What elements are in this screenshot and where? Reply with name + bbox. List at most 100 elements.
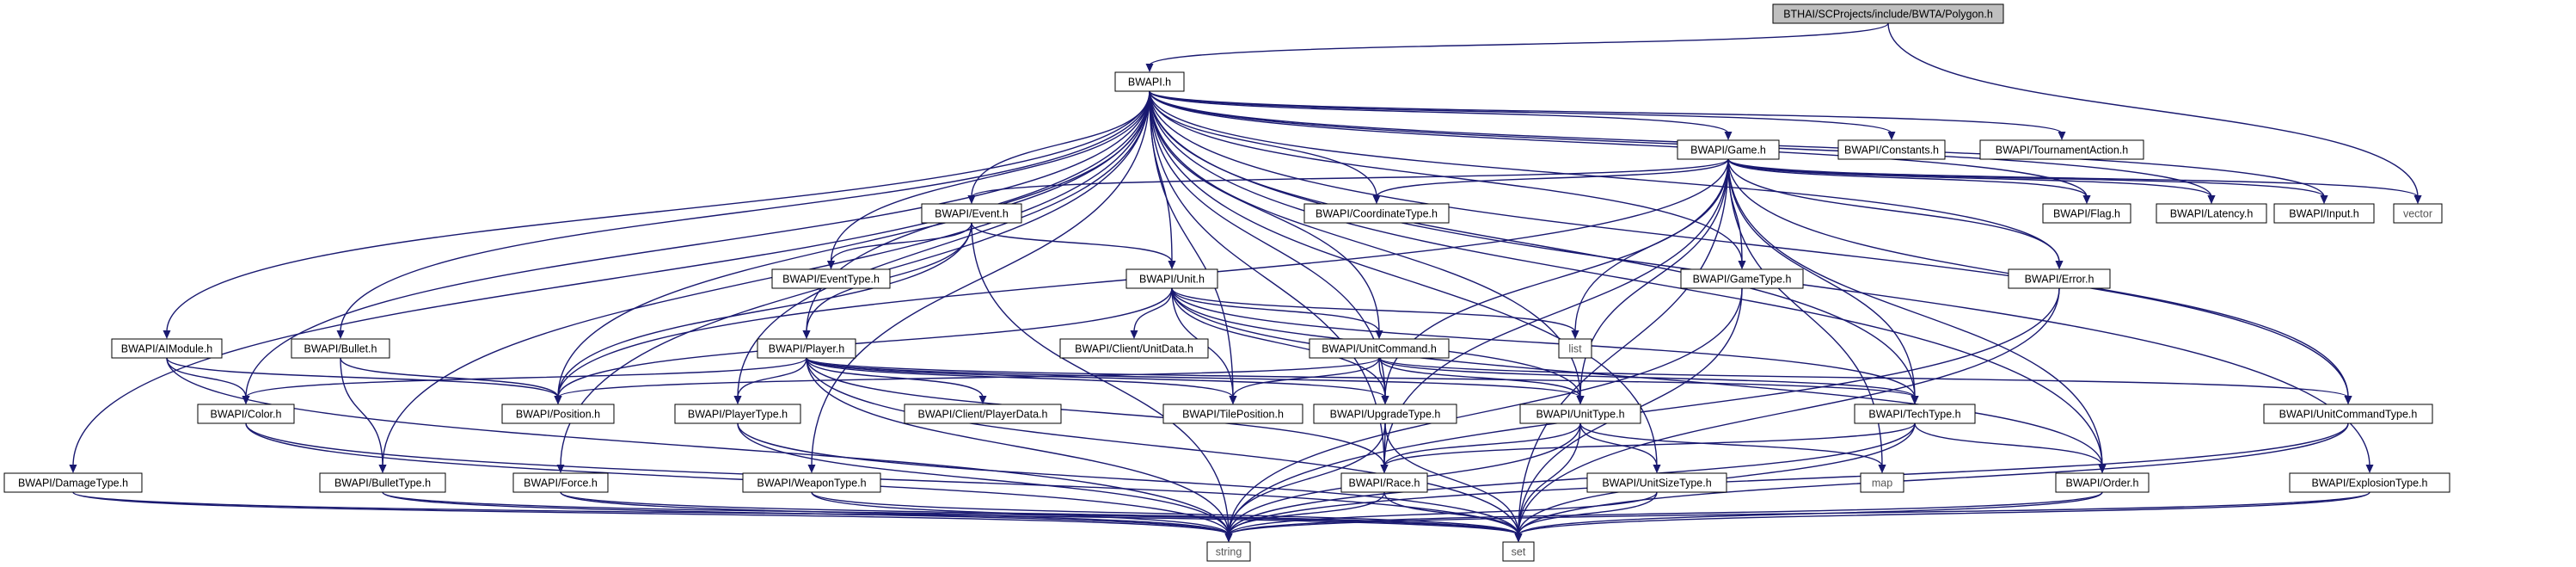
node-race[interactable]: BWAPI/Race.h xyxy=(1340,472,1428,493)
node-box-clientplayerdata[interactable] xyxy=(904,404,1062,424)
node-box-flag[interactable] xyxy=(2042,203,2131,224)
node-box-unitcommandtype[interactable] xyxy=(2263,404,2433,424)
node-upgradetype[interactable]: BWAPI/UpgradeType.h xyxy=(1313,404,1457,424)
node-label-constants: BWAPI/Constants.h xyxy=(1844,145,1939,157)
node-label-player: BWAPI/Player.h xyxy=(769,343,845,355)
graph-nodes: BTHAI/SCProjects/include/BWTA/Polygon.hB… xyxy=(3,3,2450,562)
node-label-race: BWAPI/Race.h xyxy=(1349,478,1420,490)
node-box-explosiontype[interactable] xyxy=(2289,472,2450,493)
node-player[interactable]: BWAPI/Player.h xyxy=(757,338,856,359)
node-box-position[interactable] xyxy=(501,404,615,424)
node-unittype[interactable]: BWAPI/UnitType.h xyxy=(1519,404,1641,424)
node-playertype[interactable]: BWAPI/PlayerType.h xyxy=(674,404,801,424)
node-list[interactable]: list xyxy=(1558,338,1592,359)
node-constants[interactable]: BWAPI/Constants.h xyxy=(1837,139,1946,160)
node-unitsizetype[interactable]: BWAPI/UnitSizeType.h xyxy=(1586,472,1727,493)
node-box-unitcommand[interactable] xyxy=(1309,338,1450,359)
node-box-error[interactable] xyxy=(2008,268,2111,289)
node-color[interactable]: BWAPI/Color.h xyxy=(197,404,295,424)
node-box-bullettype[interactable] xyxy=(319,472,446,493)
node-box-constants[interactable] xyxy=(1837,139,1946,160)
node-tileposition[interactable]: BWAPI/TilePosition.h xyxy=(1162,404,1303,424)
node-box-input[interactable] xyxy=(2273,203,2375,224)
edge-unitcommand-to-tileposition xyxy=(1232,357,1380,398)
node-box-tournament[interactable] xyxy=(1979,139,2144,160)
node-box-map[interactable] xyxy=(1860,472,1904,493)
node-box-upgradetype[interactable] xyxy=(1313,404,1457,424)
node-box-game[interactable] xyxy=(1677,139,1780,160)
node-label-event: BWAPI/Event.h xyxy=(935,208,1009,220)
node-clientplayerdata[interactable]: BWAPI/Client/PlayerData.h xyxy=(904,404,1062,424)
node-label-polygon: BTHAI/SCProjects/include/BWTA/Polygon.h xyxy=(1783,9,1993,21)
node-explosiontype[interactable]: BWAPI/ExplosionType.h xyxy=(2289,472,2450,493)
node-box-race[interactable] xyxy=(1340,472,1428,493)
node-bwapi[interactable]: BWAPI.h xyxy=(1114,71,1185,92)
node-box-bullet[interactable] xyxy=(291,338,390,359)
node-box-coordtype[interactable] xyxy=(1303,203,1450,224)
node-order[interactable]: BWAPI/Order.h xyxy=(2055,472,2150,493)
node-position[interactable]: BWAPI/Position.h xyxy=(501,404,615,424)
node-unit[interactable]: BWAPI/Unit.h xyxy=(1125,268,1218,289)
node-box-string[interactable] xyxy=(1206,541,1251,562)
node-box-weapontype[interactable] xyxy=(742,472,881,493)
node-force[interactable]: BWAPI/Force.h xyxy=(512,472,609,493)
node-bullet[interactable]: BWAPI/Bullet.h xyxy=(291,338,390,359)
node-unitcommandtype[interactable]: BWAPI/UnitCommandType.h xyxy=(2263,404,2433,424)
node-damagetype[interactable]: BWAPI/DamageType.h xyxy=(3,472,143,493)
node-clientunitdata[interactable]: BWAPI/Client/UnitData.h xyxy=(1059,338,1209,359)
node-box-bwapi[interactable] xyxy=(1114,71,1185,92)
node-eventtype[interactable]: BWAPI/EventType.h xyxy=(771,268,891,289)
edge-unittype-to-race xyxy=(1383,422,1581,467)
node-gametype[interactable]: BWAPI/GameType.h xyxy=(1680,268,1804,289)
node-box-vector[interactable] xyxy=(2393,203,2443,224)
node-label-vector: vector xyxy=(2403,208,2432,220)
node-box-force[interactable] xyxy=(512,472,609,493)
node-event[interactable]: BWAPI/Event.h xyxy=(921,203,1022,224)
node-box-event[interactable] xyxy=(921,203,1022,224)
graph-edges xyxy=(69,22,2422,542)
edge-arrowhead-unittype-to-map xyxy=(1878,465,1886,473)
node-box-order[interactable] xyxy=(2055,472,2150,493)
node-box-clientunitdata[interactable] xyxy=(1059,338,1209,359)
node-vector[interactable]: vector xyxy=(2393,203,2443,224)
edge-bwapi-to-eventtype xyxy=(830,90,1150,263)
node-error[interactable]: BWAPI/Error.h xyxy=(2008,268,2111,289)
node-box-unittype[interactable] xyxy=(1519,404,1641,424)
node-box-techtype[interactable] xyxy=(1854,404,1976,424)
node-bullettype[interactable]: BWAPI/BulletType.h xyxy=(319,472,446,493)
node-box-playertype[interactable] xyxy=(674,404,801,424)
node-string[interactable]: string xyxy=(1206,541,1251,562)
node-box-color[interactable] xyxy=(197,404,295,424)
node-box-tileposition[interactable] xyxy=(1162,404,1303,424)
node-box-set[interactable] xyxy=(1502,541,1535,562)
node-unitcommand[interactable]: BWAPI/UnitCommand.h xyxy=(1309,338,1450,359)
edge-bwapi-to-error xyxy=(1149,90,2060,263)
node-set[interactable]: set xyxy=(1502,541,1535,562)
node-latency[interactable]: BWAPI/Latency.h xyxy=(2156,203,2267,224)
node-tournament[interactable]: BWAPI/TournamentAction.h xyxy=(1979,139,2144,160)
node-box-list[interactable] xyxy=(1558,338,1592,359)
edge-arrowhead-explosiontype-to-set xyxy=(1514,533,1523,542)
node-box-eventtype[interactable] xyxy=(771,268,891,289)
node-game[interactable]: BWAPI/Game.h xyxy=(1677,139,1780,160)
node-label-damagetype: BWAPI/DamageType.h xyxy=(18,478,128,490)
node-box-unitsizetype[interactable] xyxy=(1586,472,1727,493)
node-box-unit[interactable] xyxy=(1125,268,1218,289)
node-aimodule[interactable]: BWAPI/AIModule.h xyxy=(111,338,223,359)
node-box-gametype[interactable] xyxy=(1680,268,1804,289)
node-polygon[interactable]: BTHAI/SCProjects/include/BWTA/Polygon.h xyxy=(1772,3,2004,24)
node-box-damagetype[interactable] xyxy=(3,472,143,493)
node-techtype[interactable]: BWAPI/TechType.h xyxy=(1854,404,1976,424)
node-box-aimodule[interactable] xyxy=(111,338,223,359)
edge-unitsizetype-to-string xyxy=(1228,491,1658,536)
node-input[interactable]: BWAPI/Input.h xyxy=(2273,203,2375,224)
node-box-polygon[interactable] xyxy=(1772,3,2004,24)
edge-bwapi-to-position xyxy=(557,90,1150,398)
node-box-player[interactable] xyxy=(757,338,856,359)
node-weapontype[interactable]: BWAPI/WeaponType.h xyxy=(742,472,881,493)
node-map[interactable]: map xyxy=(1860,472,1904,493)
node-box-latency[interactable] xyxy=(2156,203,2267,224)
edge-arrowhead-player-to-color xyxy=(242,396,250,404)
node-flag[interactable]: BWAPI/Flag.h xyxy=(2042,203,2131,224)
node-coordtype[interactable]: BWAPI/CoordinateType.h xyxy=(1303,203,1450,224)
